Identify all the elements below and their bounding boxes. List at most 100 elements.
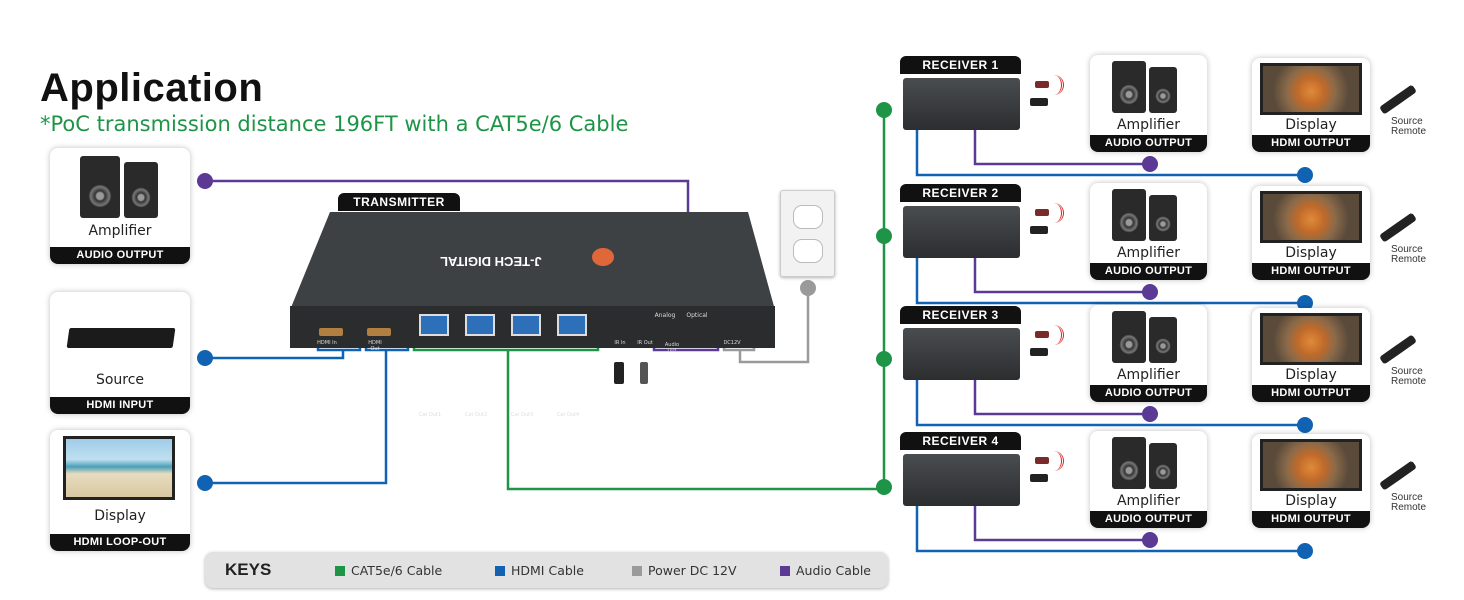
speakers-icon — [1112, 311, 1146, 363]
device-label: HDMI LOOP-OUT — [50, 534, 190, 551]
logo-icon — [592, 248, 614, 266]
legend-item: HDMI Cable — [495, 563, 584, 578]
speakers-icon — [124, 162, 158, 218]
device-label: AUDIO OUTPUT — [1090, 511, 1207, 528]
device-label: HDMI OUTPUT — [1252, 263, 1370, 280]
hdmi-cable — [915, 503, 1305, 553]
legend-item: Audio Cable — [780, 563, 871, 578]
device-label: AUDIO OUTPUT — [1090, 263, 1207, 280]
port-label: HDMI In — [317, 340, 337, 346]
device-label: AUDIO OUTPUT — [1090, 385, 1207, 402]
tv-icon — [1260, 439, 1362, 491]
tv-icon — [1260, 191, 1362, 243]
ir-signal-icon — [1050, 75, 1064, 95]
ir-emitter-icon — [1035, 331, 1049, 338]
speakers-icon — [1149, 67, 1177, 113]
legend-label: CAT5e/6 Cable — [351, 563, 443, 578]
remote-label: Source Remote — [1391, 366, 1427, 387]
rj45-port[interactable] — [557, 314, 587, 336]
page-title: Application — [40, 66, 264, 110]
device-name: Display — [1285, 493, 1337, 509]
legend-item: Power DC 12V — [632, 563, 737, 578]
tv-icon — [1260, 313, 1362, 365]
hdmi-connection-dot — [1297, 543, 1313, 559]
ir-signal-icon — [1050, 203, 1064, 223]
legend-swatch — [780, 566, 790, 576]
ir-receiver-icon — [1030, 348, 1048, 356]
device-name: Display — [1285, 117, 1337, 133]
rj45-port[interactable] — [511, 314, 541, 336]
legend-swatch — [632, 566, 642, 576]
cat-connection-dot — [876, 351, 892, 367]
hdmi-connection-dot — [1297, 167, 1313, 183]
device-label: AUDIO OUTPUT — [50, 247, 190, 264]
brand-logo: J-TECH DIGITAL — [440, 254, 542, 269]
remote-label: Source Remote — [1391, 244, 1427, 265]
transmitter-tab: TRANSMITTER — [338, 193, 460, 211]
port-label: Cat Out2 — [464, 412, 488, 418]
legend-label: Power DC 12V — [648, 563, 737, 578]
device-label: HDMI OUTPUT — [1252, 511, 1370, 528]
ir-receiver-icon — [614, 362, 624, 384]
port-label: DC12V — [723, 340, 741, 346]
device-name: Amplifier — [88, 223, 152, 239]
audio-cable — [973, 255, 1150, 294]
ir-receiver-icon — [1030, 474, 1048, 482]
hdmi-connection-dot — [197, 475, 213, 491]
ir-emitter-icon — [1035, 81, 1049, 88]
speakers-icon — [1149, 195, 1177, 241]
audio-connection-dot — [1142, 284, 1158, 300]
wall-outlet-icon — [780, 190, 835, 277]
device-name: Source — [95, 372, 145, 388]
blu-ray-player-icon — [66, 328, 176, 348]
port-label: Audio Out — [664, 342, 680, 354]
device-name: Display — [1285, 367, 1337, 383]
ir-signal-icon — [1050, 451, 1064, 471]
legend-item: CAT5e/6 Cable — [335, 563, 442, 578]
port-label: Cat Out1 — [418, 412, 442, 418]
ir-emitter-icon — [1035, 209, 1049, 216]
rj45-port[interactable] — [419, 314, 449, 336]
legend: KEYS CAT5e/6 Cable HDMI Cable Power DC 12V… — [205, 552, 888, 588]
tv-icon — [1260, 63, 1362, 115]
rj45-port[interactable] — [465, 314, 495, 336]
tv-icon — [63, 436, 175, 500]
device-name: Display — [1285, 245, 1337, 261]
speakers-icon — [80, 156, 120, 218]
port-label: Cat Out4 — [556, 412, 580, 418]
source-card: Source HDMI INPUT — [50, 292, 190, 414]
hdmi-cable — [915, 377, 1305, 427]
hdmi-port[interactable] — [319, 328, 343, 336]
hdmi-cable — [205, 350, 345, 360]
power-cable — [738, 288, 810, 364]
hdmi-port[interactable] — [367, 328, 391, 336]
device-label: HDMI OUTPUT — [1252, 135, 1370, 152]
hdmi-cable — [915, 255, 1305, 305]
receiver-tab: RECEIVER 1 — [900, 56, 1021, 74]
amplifier-card: Amplifier AUDIO OUTPUT — [50, 148, 190, 264]
port-label: HDMI Out — [368, 340, 382, 352]
receiver-tab: RECEIVER 4 — [900, 432, 1021, 450]
subtitle: *PoC transmission distance 196FT with a … — [40, 112, 629, 136]
cat-connection-dot — [876, 102, 892, 118]
speakers-icon — [1112, 437, 1146, 489]
hdmi-connection-dot — [1297, 417, 1313, 433]
port-label: Analog — [654, 312, 676, 319]
cat-connection-dot — [876, 479, 892, 495]
speakers-icon — [1112, 61, 1146, 113]
cat-connection-dot — [876, 228, 892, 244]
legend-label: Audio Cable — [796, 563, 871, 578]
legend-title: KEYS — [225, 560, 272, 579]
legend-swatch — [495, 566, 505, 576]
audio-cable — [973, 377, 1150, 416]
receiver-device — [903, 206, 1020, 258]
receiver-device — [903, 454, 1020, 506]
speakers-icon — [1149, 317, 1177, 363]
hdmi-cable — [915, 127, 1305, 177]
ir-emitter-icon — [1035, 457, 1049, 464]
device-name: Amplifier — [1116, 367, 1181, 383]
